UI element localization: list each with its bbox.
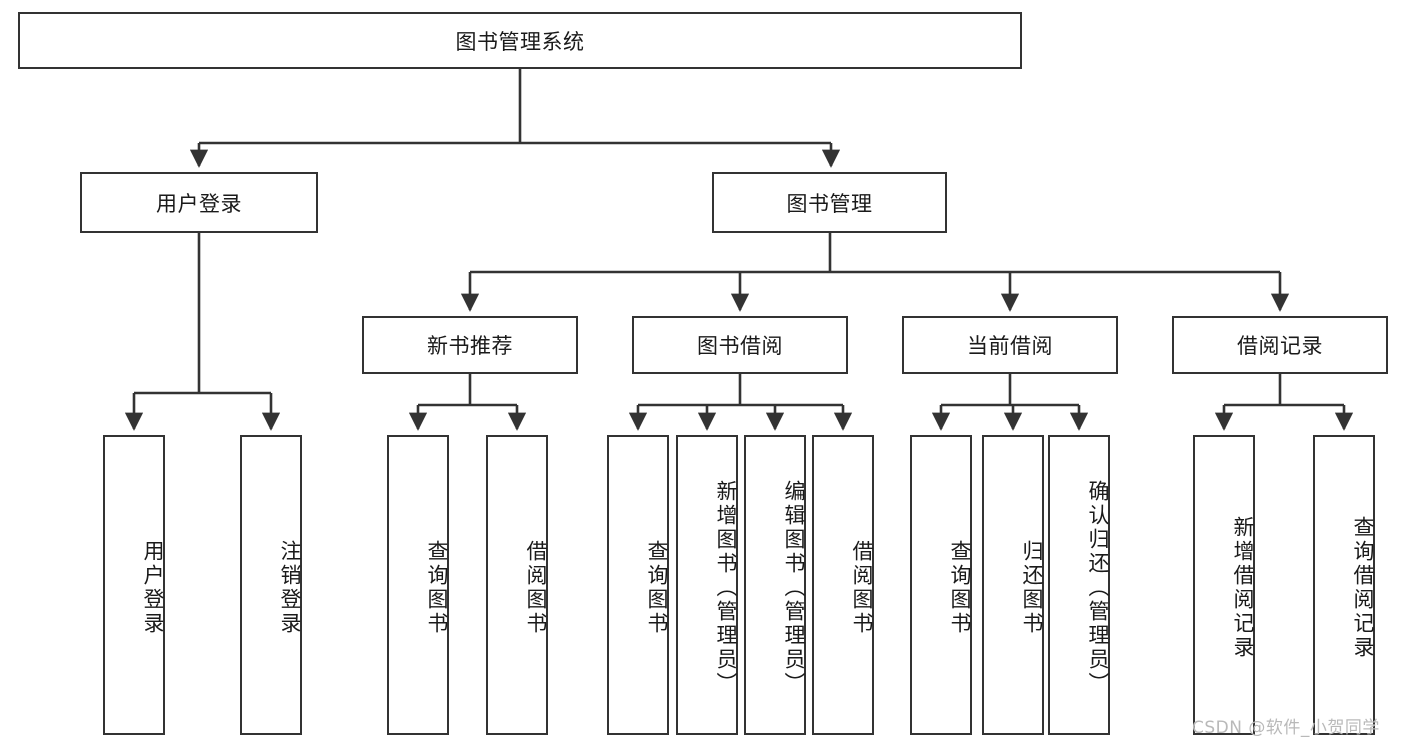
node-user-login-label: 用户登录 [156,191,242,216]
leaf-edit-book-label: 编辑图书（管理员） [782,480,806,696]
leaf-query-book-borrow-label: 查询图书 [645,540,669,636]
leaf-return-book[interactable]: 归还图书 [982,435,1044,735]
leaf-query-book-borrow[interactable]: 查询图书 [607,435,669,735]
node-borrow-record-label: 借阅记录 [1237,334,1323,358]
node-user-login[interactable]: 用户登录 [80,172,318,233]
leaf-query-borrow-record[interactable]: 查询借阅记录 [1313,435,1375,735]
node-root[interactable]: 图书管理系统 [18,12,1022,69]
leaf-query-book-current[interactable]: 查询图书 [910,435,972,735]
leaf-query-book-recommend[interactable]: 查询图书 [387,435,449,735]
leaf-borrow-book-recommend-label: 借阅图书 [524,540,548,636]
leaf-user-logout[interactable]: 注销登录 [240,435,302,735]
leaf-add-book[interactable]: 新增图书（管理员） [676,435,738,735]
node-book-manage[interactable]: 图书管理 [712,172,947,233]
leaf-confirm-return[interactable]: 确认归还（管理员） [1048,435,1110,735]
node-borrow-record[interactable]: 借阅记录 [1172,316,1388,374]
leaf-add-borrow-record-label: 新增借阅记录 [1231,516,1255,660]
node-new-book-recommend[interactable]: 新书推荐 [362,316,578,374]
leaf-add-book-label: 新增图书（管理员） [714,480,738,696]
node-book-manage-label: 图书管理 [786,191,873,216]
node-current-borrow[interactable]: 当前借阅 [902,316,1118,374]
leaf-query-book-recommend-label: 查询图书 [425,540,449,636]
watermark: CSDN @软件_小贺同学 [1192,718,1380,738]
leaf-edit-book[interactable]: 编辑图书（管理员） [744,435,806,735]
leaf-user-login[interactable]: 用户登录 [103,435,165,735]
leaf-user-login-label: 用户登录 [141,540,165,636]
leaf-borrow-book-borrow[interactable]: 借阅图书 [812,435,874,735]
leaf-user-logout-label: 注销登录 [278,540,302,636]
leaf-query-book-current-label: 查询图书 [948,540,972,636]
node-root-label: 图书管理系统 [455,29,585,54]
leaf-borrow-book-borrow-label: 借阅图书 [850,540,874,636]
leaf-add-borrow-record[interactable]: 新增借阅记录 [1193,435,1255,735]
node-book-borrow[interactable]: 图书借阅 [632,316,848,374]
leaf-confirm-return-label: 确认归还（管理员） [1086,480,1110,696]
leaf-borrow-book-recommend[interactable]: 借阅图书 [486,435,548,735]
node-current-borrow-label: 当前借阅 [967,334,1053,358]
node-book-borrow-label: 图书借阅 [697,334,783,358]
leaf-return-book-label: 归还图书 [1020,540,1044,636]
node-new-book-recommend-label: 新书推荐 [427,334,513,358]
leaf-query-borrow-record-label: 查询借阅记录 [1351,516,1375,660]
